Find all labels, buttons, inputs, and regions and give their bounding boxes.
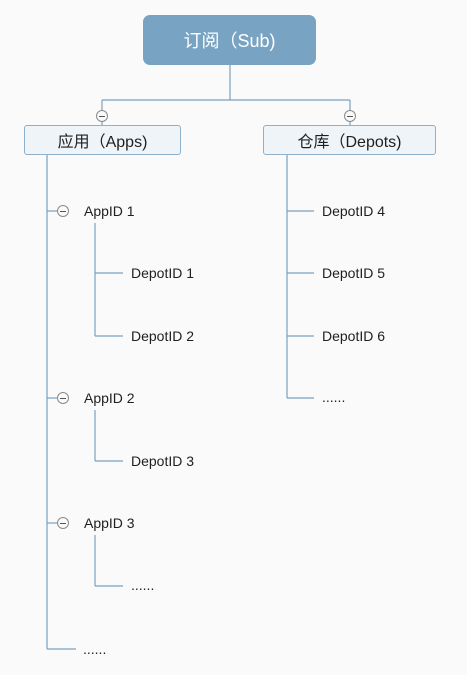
app-node[interactable]: AppID 3 <box>84 515 135 531</box>
collapse-depots-icon[interactable] <box>344 110 356 122</box>
depots-topic-label: 仓库（Depots) <box>297 134 402 151</box>
depot-node[interactable]: DepotID 5 <box>322 265 386 281</box>
ellipsis-node[interactable]: ...... <box>322 389 346 405</box>
apps-topic-label: 应用（Apps) <box>57 134 148 151</box>
depots-topic[interactable]: 仓库（Depots) <box>263 125 436 155</box>
apps-topic[interactable]: 应用（Apps) <box>24 125 181 155</box>
depot-node[interactable]: DepotID 6 <box>322 328 386 344</box>
app-node[interactable]: AppID 1 <box>84 203 135 219</box>
collapse-app1-icon[interactable] <box>57 205 69 217</box>
depot-node[interactable]: DepotID 1 <box>131 265 195 281</box>
collapse-app2-icon[interactable] <box>57 392 69 404</box>
app-node[interactable]: AppID 2 <box>84 390 135 406</box>
collapse-app3-icon[interactable] <box>57 517 69 529</box>
depot-node[interactable]: DepotID 3 <box>131 453 195 469</box>
ellipsis-node[interactable]: ...... <box>83 641 107 657</box>
depot-node[interactable]: DepotID 2 <box>131 328 195 344</box>
ellipsis-node[interactable]: ...... <box>131 577 155 593</box>
root-topic-label: 订阅（Sub) <box>183 31 276 51</box>
depot-node[interactable]: DepotID 4 <box>322 203 386 219</box>
collapse-apps-icon[interactable] <box>96 110 108 122</box>
root-topic[interactable]: 订阅（Sub) <box>143 15 316 65</box>
